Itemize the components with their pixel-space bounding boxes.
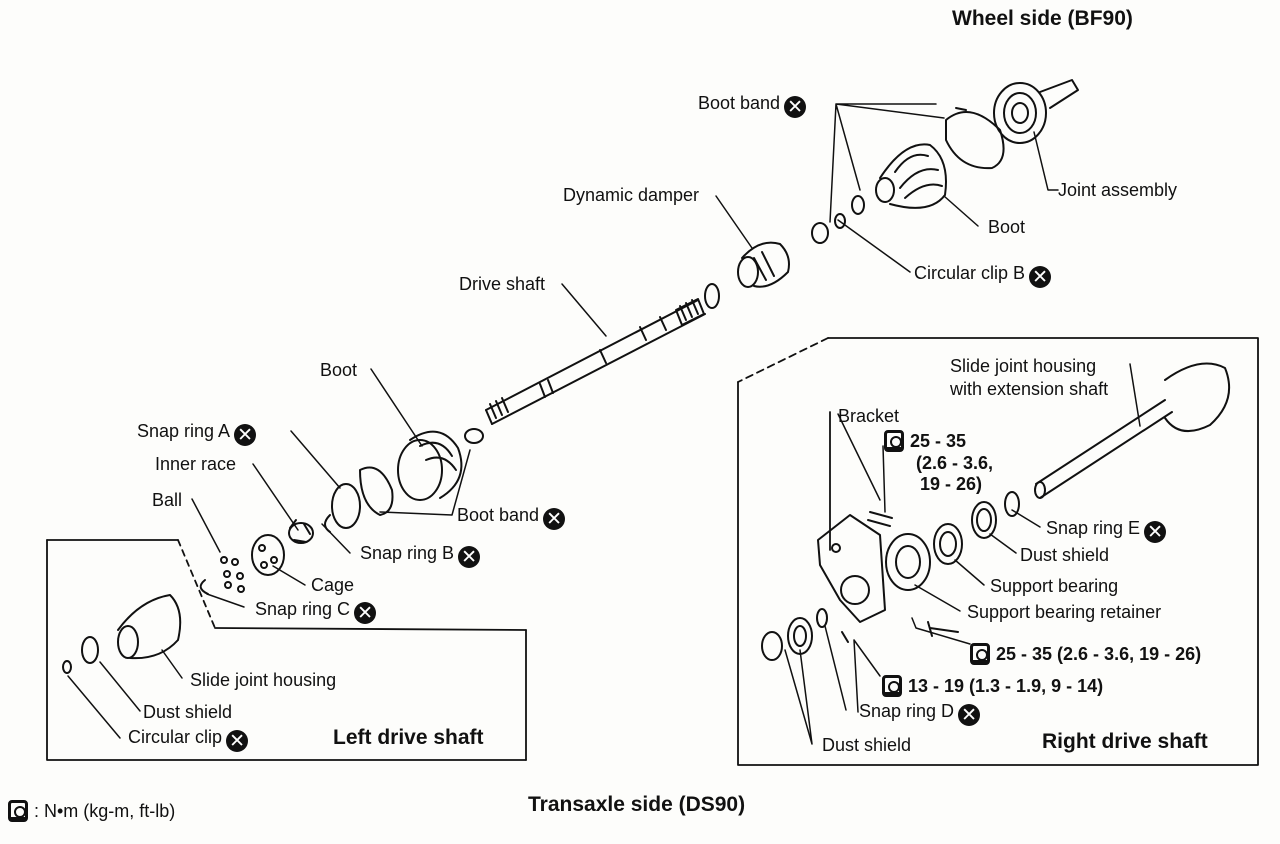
dust-shield-left-drawing [81,636,99,664]
heading-wheel-side: Wheel side (BF90) [952,7,1133,30]
snap-ring-c-drawing [199,579,209,595]
label-dust-shield-left: Dust shield [143,702,233,722]
label-slide-joint-housing: Slide joint housing [190,670,337,690]
replace-mark-icon: ✕ [784,96,807,118]
replace-mark-icon: ✕ [1144,521,1167,543]
label-snap-ring-a: Snap ring A✕ [137,422,257,446]
label-snap-ring-c: Snap ring C✕ [255,600,377,624]
label-inner-race: Inner race [155,454,237,474]
replace-mark-icon: ✕ [226,730,249,752]
replace-mark-icon: ✕ [543,508,566,530]
right-inset-frame [737,337,1259,766]
leader-lines [67,103,1141,745]
replace-mark-icon: ✕ [958,704,981,726]
wheel-boot-drawing [875,143,947,209]
label-boot-band-top: Boot band✕ [698,94,807,118]
right-frame-dashed-link [737,337,829,383]
torque-spec-bracket: 25 - 35 (2.6 - 3.6, 19 - 26) [884,430,993,496]
left-frame-outline [46,539,527,761]
replace-mark-icon: ✕ [1029,266,1052,288]
heading-transaxle-side: Transaxle side (DS90) [528,793,746,816]
dust-shield-right-bottom-drawing [761,617,813,661]
label-snap-ring-d: Snap ring D✕ [859,702,981,726]
label-bracket: Bracket [838,406,900,426]
left-frame-dashed-link [177,539,216,629]
label-boot-left: Boot [320,360,358,380]
snap-ring-d-drawing [816,608,828,628]
joint-assembly-drawing [993,79,1079,144]
label-cage: Cage [311,575,355,595]
label-slide-joint-housing-ext: Slide joint housing with extension shaft [950,356,1109,399]
torque-spec-retainer: 25 - 35 (2.6 - 3.6, 19 - 26) [970,643,1201,665]
replace-mark-icon: ✕ [458,546,481,568]
label-dust-shield-right-top: Dust shield [1020,545,1110,565]
slide-joint-housing-drawing [117,594,182,660]
replace-mark-icon: ✕ [234,424,257,446]
boot-band-top-drawing [945,107,1005,170]
support-bearing-drawing [933,523,963,565]
heading-right-drive-shaft: Right drive shaft [1042,730,1208,753]
label-ball: Ball [152,490,183,510]
left-inset-frame [46,539,527,761]
torque-wrench-icon [882,675,902,697]
label-boot-band-left: Boot band✕ [457,506,566,530]
bracket-drawing [817,511,893,623]
dust-shield-right-top-drawing [971,501,997,539]
label-circular-clip-b: Circular clip B✕ [914,264,1052,288]
torque-wrench-icon [884,430,904,452]
replace-mark-icon: ✕ [354,602,377,624]
label-support-bearing: Support bearing [990,576,1119,596]
torque-legend-text: : N•m (kg-m, ft-lb) [34,801,176,821]
label-circular-clip: Circular clip✕ [128,728,249,752]
label-boot-top: Boot [988,217,1026,237]
snap-ring-a-drawing [331,483,361,529]
dynamic-damper-drawing [704,241,790,309]
balls-drawing [220,556,245,593]
label-snap-ring-b: Snap ring B✕ [360,544,481,568]
extension-shaft-drawing [1034,362,1231,499]
label-snap-ring-e: Snap ring E✕ [1046,519,1167,543]
label-dynamic-damper: Dynamic damper [563,185,700,205]
torque-wrench-icon [8,800,28,822]
right-frame-outline [737,337,1259,766]
inner-race-drawing [288,519,314,544]
left-boot-drawing [397,428,484,501]
cage-drawing [251,534,285,576]
boot-band-left-drawing [359,466,394,516]
circular-clip-drawing [62,660,72,674]
torque-legend: : N•m (kg-m, ft-lb) [8,800,175,822]
snap-ring-e-drawing [1004,491,1020,517]
bolts-drawing [841,621,959,643]
drive-shaft-drawing [485,298,706,425]
label-support-bearing-retainer: Support bearing retainer [967,602,1162,622]
label-joint-assembly: Joint assembly [1058,180,1178,200]
torque-spec-bolt: 13 - 19 (1.3 - 1.9, 9 - 14) [882,675,1103,697]
support-bearing-retainer-drawing [885,533,931,591]
left-frame-mid-line [214,627,527,631]
heading-left-drive-shaft: Left drive shaft [333,726,484,749]
label-dust-shield-right-bottom: Dust shield [822,735,912,755]
label-drive-shaft: Drive shaft [459,274,546,294]
circular-clip-b-drawing [811,195,865,244]
torque-wrench-icon [970,643,990,665]
